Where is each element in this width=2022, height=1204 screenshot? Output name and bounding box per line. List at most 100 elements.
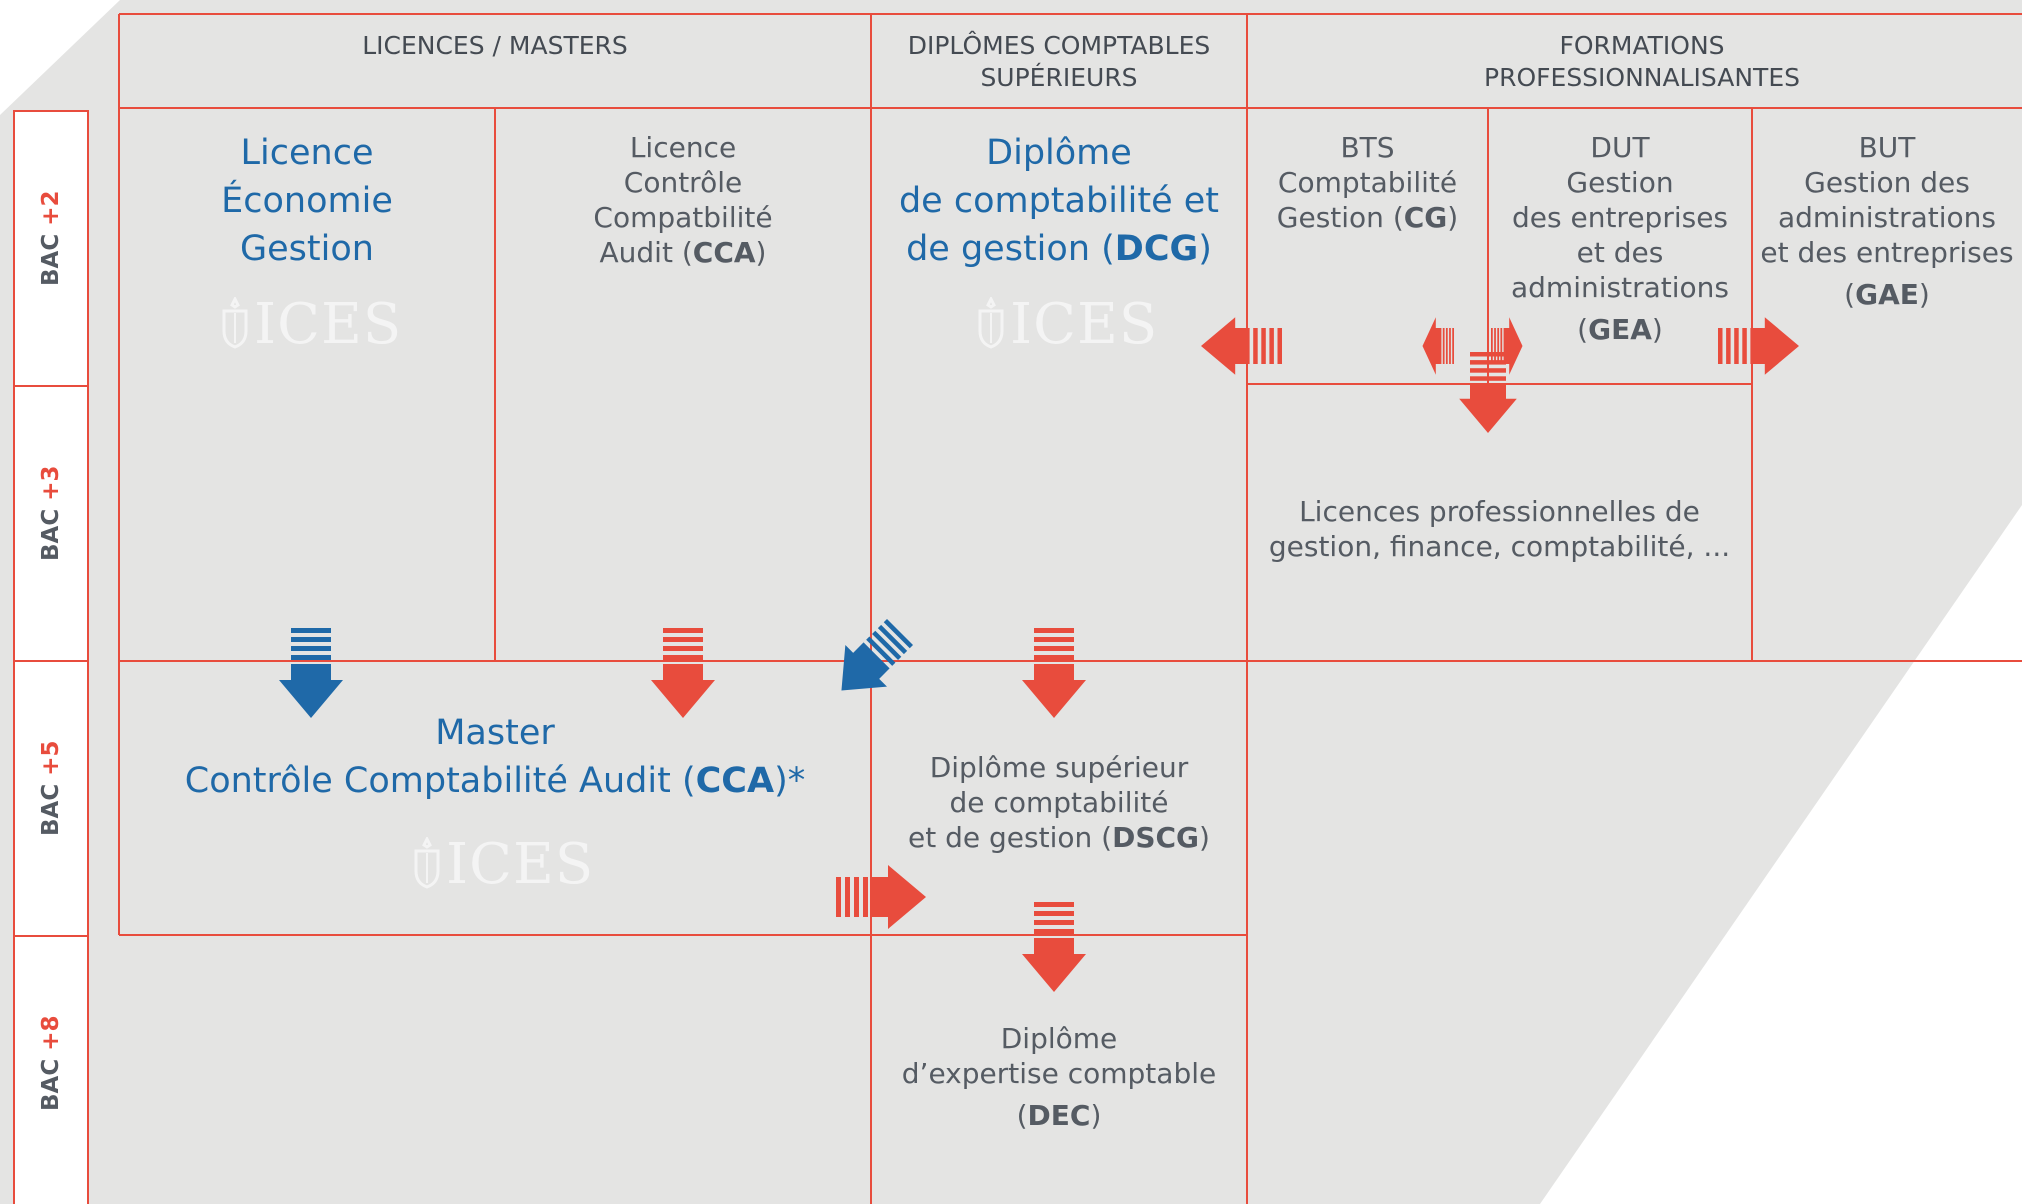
box-line: Contrôle Comptabilité Audit (CCA)* — [119, 757, 871, 805]
box-line: de comptabilité et — [898, 181, 1220, 221]
level-label-bac2: BAC +2 — [38, 191, 64, 287]
ices-logo: ICES — [222, 292, 402, 357]
box-text: Gestion ( — [1276, 201, 1404, 234]
box-line: Économie — [221, 181, 393, 221]
box-acronym: CCA — [695, 761, 775, 801]
box-line: DUT — [1590, 131, 1650, 164]
level-prefix: BAC — [38, 500, 64, 561]
column-header-line: FORMATIONS — [1559, 31, 1725, 60]
box-line: (GEA) — [1488, 312, 1752, 347]
box-dut-gea: DUT Gestion des entreprises et des admin… — [1488, 130, 1752, 347]
ices-logo-text: ICES — [446, 832, 595, 897]
ices-logo-text: ICES — [1010, 292, 1159, 357]
box-line: Audit (CCA) — [495, 235, 871, 270]
box-text: ) — [1651, 313, 1663, 346]
box-text: de gestion ( — [906, 229, 1115, 269]
box-licences-professionnelles: Licences professionnelles de gestion, fi… — [1247, 494, 1752, 564]
box-acronym: DCG — [1114, 229, 1199, 269]
box-line: Diplôme — [986, 133, 1132, 173]
box-text: ( — [1577, 313, 1589, 346]
column-header-line: DIPLÔMES COMPTABLES — [907, 31, 1211, 60]
box-master-cca: Master Contrôle Comptabilité Audit (CCA)… — [119, 709, 871, 805]
level-cell-bac8 — [13, 935, 89, 1204]
box-text: et de gestion ( — [908, 821, 1113, 854]
level-number: +3 — [38, 465, 64, 501]
level-label-bac5: BAC +5 — [38, 741, 64, 837]
box-line: Compatbilité — [593, 201, 773, 234]
ices-logo: ICES — [978, 292, 1158, 357]
box-line: Gestion — [1566, 166, 1674, 199]
crest-icon — [978, 297, 1004, 349]
level-label-bac3: BAC +3 — [38, 466, 64, 562]
box-acronym: DSCG — [1112, 821, 1200, 854]
box-line: Diplôme supérieur — [929, 751, 1189, 784]
column-header-licences-masters: LICENCES / MASTERS — [119, 30, 871, 62]
crest-icon — [414, 837, 440, 889]
column-header-formations: FORMATIONS PROFESSIONNALISANTES — [1247, 30, 2022, 94]
box-licence-economie-gestion: Licence Économie Gestion — [119, 129, 495, 273]
box-licence-cca: Licence Contrôle Compatbilité Audit (CCA… — [495, 130, 871, 270]
box-line: administrations — [1511, 271, 1729, 304]
box-line: Gestion (CG) — [1247, 200, 1488, 235]
box-line: des entreprises — [1511, 201, 1729, 234]
ices-logo: ICES — [414, 832, 594, 897]
box-line: Master — [435, 713, 555, 753]
box-text: ) — [1090, 1099, 1102, 1132]
box-text: ) — [1198, 229, 1212, 269]
box-acronym: GEA — [1588, 313, 1652, 346]
level-number: +2 — [38, 190, 64, 226]
box-line: Gestion des — [1804, 166, 1970, 199]
level-prefix: BAC — [38, 225, 64, 286]
box-line: administrations — [1778, 201, 1996, 234]
box-bts-cg: BTS Comptabilité Gestion (CG) — [1247, 130, 1488, 235]
box-line: Contrôle — [623, 166, 743, 199]
column-header-label: LICENCES / MASTERS — [362, 31, 628, 60]
box-line: (GAE) — [1752, 277, 2022, 312]
box-acronym: CCA — [692, 236, 756, 269]
box-line: et des — [1576, 236, 1664, 269]
box-line: et de gestion (DSCG) — [871, 820, 1247, 855]
box-text: Contrôle Comptabilité Audit ( — [184, 761, 696, 801]
box-line: de comptabilité — [949, 786, 1169, 819]
box-line: Licences professionnelles de — [1299, 495, 1700, 528]
box-acronym: DEC — [1027, 1099, 1091, 1132]
box-line: Licence — [629, 131, 737, 164]
level-label-bac8: BAC +8 — [38, 1016, 64, 1112]
box-text: )* — [774, 761, 806, 801]
box-acronym: GAE — [1855, 278, 1919, 311]
box-line: BUT — [1858, 131, 1916, 164]
column-header-diplomes: DIPLÔMES COMPTABLES SUPÉRIEURS — [871, 30, 1247, 94]
box-text: ( — [1844, 278, 1856, 311]
box-line: gestion, finance, comptabilité, ... — [1268, 530, 1731, 563]
box-dec: Diplôme d’expertise comptable (DEC) — [871, 1021, 1247, 1133]
level-prefix: BAC — [38, 1050, 64, 1111]
column-header-line: SUPÉRIEURS — [980, 63, 1138, 92]
level-column — [13, 110, 89, 1204]
level-cell-bac5 — [13, 660, 89, 937]
box-text: ) — [755, 236, 767, 269]
box-text: ) — [1447, 201, 1459, 234]
column-header-line: PROFESSIONNALISANTES — [1484, 63, 1800, 92]
box-line: Diplôme — [1000, 1022, 1118, 1055]
box-acronym: CG — [1403, 201, 1448, 234]
box-line: (DEC) — [871, 1098, 1247, 1133]
level-number: +8 — [38, 1015, 64, 1051]
box-line: BTS — [1340, 131, 1395, 164]
box-line: de gestion (DCG) — [871, 225, 1247, 273]
box-but-gae: BUT Gestion des administrations et des e… — [1752, 130, 2022, 312]
level-cell-bac2 — [13, 110, 89, 387]
box-dcg: Diplôme de comptabilité et de gestion (D… — [871, 129, 1247, 273]
box-text: ) — [1199, 821, 1210, 854]
box-text: ( — [1016, 1099, 1028, 1132]
crest-icon — [222, 297, 248, 349]
box-dscg: Diplôme supérieur de comptabilité et de … — [871, 750, 1247, 855]
box-line: Gestion — [240, 229, 374, 269]
level-prefix: BAC — [38, 775, 64, 836]
level-number: +5 — [38, 740, 64, 776]
box-text: ) — [1918, 278, 1930, 311]
box-line: d’expertise comptable — [901, 1057, 1217, 1090]
ices-logo-text: ICES — [254, 292, 403, 357]
box-text: Audit ( — [599, 236, 693, 269]
